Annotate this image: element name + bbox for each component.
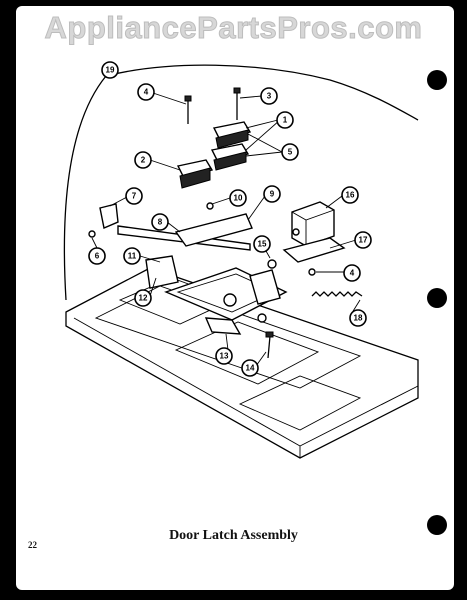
switch-2 bbox=[176, 159, 214, 189]
callout-13: 13 bbox=[215, 347, 233, 365]
latch-knob-7 bbox=[88, 203, 119, 238]
callout-label: 18 bbox=[354, 314, 363, 323]
callout-label: 12 bbox=[139, 294, 148, 303]
callout-11: 11 bbox=[123, 247, 141, 265]
callout-label: 1 bbox=[283, 116, 288, 125]
callout-label: 3 bbox=[267, 92, 272, 101]
spring-18 bbox=[311, 291, 363, 297]
callout-7: 7 bbox=[125, 187, 143, 205]
callout-label: 4 bbox=[144, 88, 149, 97]
screw-14 bbox=[265, 331, 274, 359]
latch-plate-9 bbox=[174, 213, 253, 247]
binder-hole-middle bbox=[427, 288, 447, 308]
callout-14: 14 bbox=[241, 359, 259, 377]
callout-label: 11 bbox=[128, 252, 137, 261]
callout-label: 15 bbox=[258, 240, 267, 249]
callout-5: 5 bbox=[281, 143, 299, 161]
bracket-17 bbox=[282, 237, 346, 263]
callout-label: 16 bbox=[346, 191, 355, 200]
wire-harness bbox=[63, 75, 107, 301]
callout-label: 14 bbox=[246, 364, 255, 373]
callout-3: 3 bbox=[260, 87, 278, 105]
wire-harness-top bbox=[105, 64, 419, 121]
screw-4-top bbox=[184, 95, 192, 124]
callout-label: 19 bbox=[106, 66, 115, 75]
callout-label: 17 bbox=[359, 236, 368, 245]
callout-label: 7 bbox=[132, 192, 137, 201]
callout-17: 17 bbox=[354, 231, 372, 249]
callout-15: 15 bbox=[253, 235, 271, 253]
callout-19: 19 bbox=[101, 61, 119, 79]
callout-label: 2 bbox=[141, 156, 146, 165]
callout-label: 9 bbox=[270, 190, 275, 199]
binder-hole-top bbox=[427, 70, 447, 90]
binder-hole-bottom bbox=[427, 515, 447, 535]
callout-10: 10 bbox=[229, 189, 247, 207]
callout-label: 6 bbox=[95, 252, 100, 261]
solenoid-16 bbox=[291, 201, 335, 247]
callout-18: 18 bbox=[349, 309, 367, 327]
latch-mechanism bbox=[164, 267, 288, 335]
callout-9: 9 bbox=[263, 185, 281, 203]
callout-label: 5 bbox=[288, 148, 293, 157]
switch-upper bbox=[212, 121, 252, 149]
screw-4-bottom bbox=[308, 268, 316, 276]
callout-label: 4 bbox=[350, 269, 355, 278]
callout-4-bottom: 4 bbox=[343, 264, 361, 282]
watermark-text: AppliancePartsPros.com bbox=[44, 10, 423, 46]
callout-1: 1 bbox=[276, 111, 294, 129]
callout-2: 2 bbox=[134, 151, 152, 169]
screw-3-top bbox=[233, 87, 241, 120]
switch-lower bbox=[210, 143, 250, 171]
callout-label: 13 bbox=[220, 352, 229, 361]
callout-6: 6 bbox=[88, 247, 106, 265]
diagram-caption: Door Latch Assembly bbox=[169, 528, 298, 543]
callout-label: 8 bbox=[158, 218, 163, 227]
washer-15 bbox=[267, 259, 277, 269]
callout-4-top: 4 bbox=[137, 83, 155, 101]
callout-8: 8 bbox=[151, 213, 169, 231]
screw-10 bbox=[206, 202, 214, 210]
page-number: 22 bbox=[28, 540, 37, 550]
callout-label: 10 bbox=[234, 194, 243, 203]
callout-12: 12 bbox=[134, 289, 152, 307]
bracket-11 bbox=[145, 255, 179, 289]
callout-16: 16 bbox=[341, 186, 359, 204]
